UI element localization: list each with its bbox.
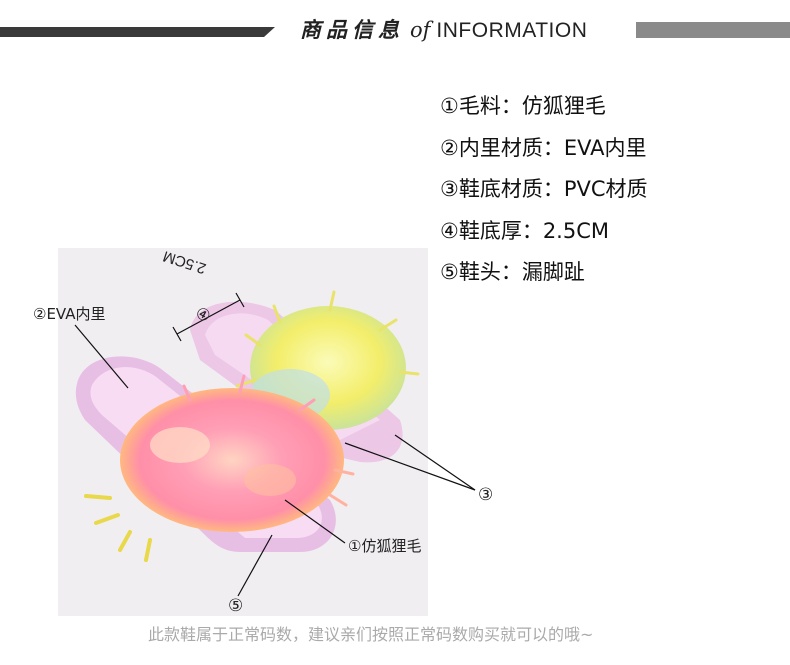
header-bar-left	[0, 27, 275, 37]
front-slipper	[75, 356, 355, 562]
sole-leader-line-2	[394, 434, 476, 491]
rainbow-fur-puff	[84, 374, 355, 562]
callout-lines	[74, 292, 476, 597]
toe-leader-line	[237, 534, 273, 597]
fur-leader-line	[284, 499, 346, 544]
spec-item-material: ①毛料：仿狐狸毛	[440, 94, 606, 118]
title-chinese: 商品信息	[300, 17, 404, 42]
thickness-dimension-line	[176, 299, 241, 335]
header-bar-right	[636, 22, 790, 38]
spec-item-lining: ②内里材质：EVA内里	[440, 135, 647, 160]
size-note: 此款鞋属于正常码数，建议亲们按照正常码数购买就可以的哦~	[148, 625, 594, 644]
callout-lining: ②EVA内里	[33, 305, 106, 323]
lining-leader-line	[74, 324, 129, 389]
spec-item-sole: ③鞋底材质：PVC材质	[440, 177, 648, 201]
thickness-tick-end	[235, 292, 245, 308]
callout-toe: ⑤	[228, 596, 244, 616]
spec-item-thickness: ④鞋底厚：2.5CM	[440, 218, 610, 243]
title-of: of	[410, 18, 431, 42]
callout-sole: ③	[478, 485, 494, 505]
thickness-tick-start	[172, 326, 182, 342]
spec-item-toe: ⑤鞋头：漏脚趾	[440, 260, 585, 284]
title-english: INFORMATION	[436, 19, 588, 42]
spec-list: ①毛料：仿狐狸毛 ②内里材质：EVA内里 ③鞋底材质：PVC材质 ④鞋底厚：2.…	[440, 86, 648, 294]
callout-fur: ①仿狐狸毛	[348, 537, 422, 555]
sole-leader-line-1	[344, 442, 476, 491]
